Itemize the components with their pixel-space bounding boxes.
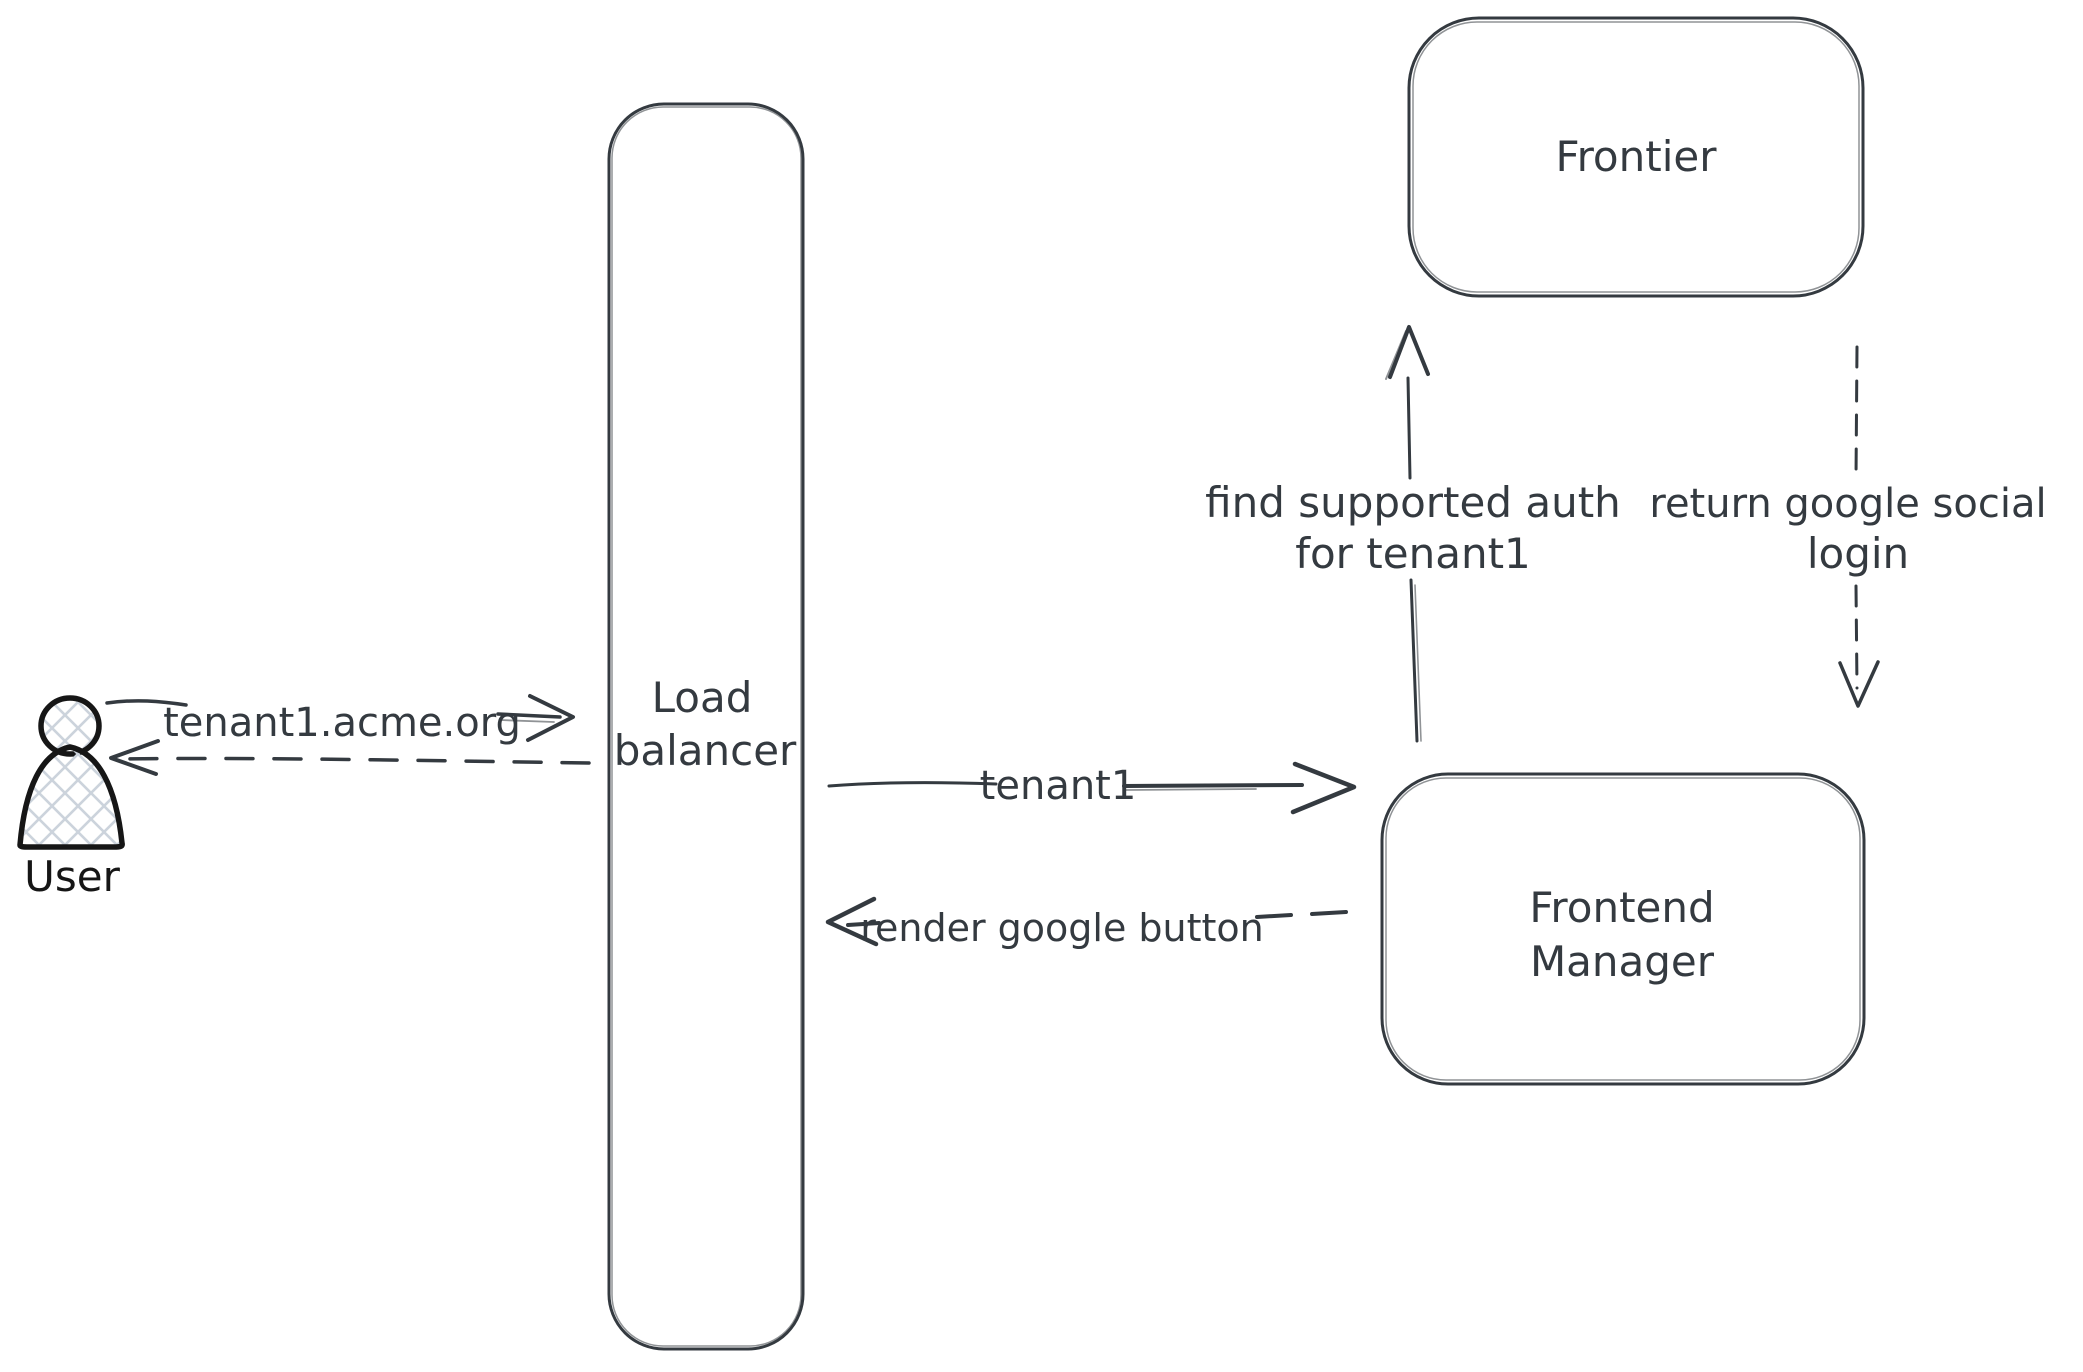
tenant-line-echo: [1125, 788, 1257, 791]
frontend-manager-box-echo: [1385, 777, 1861, 1081]
request-label: tenant1.acme.org: [163, 700, 521, 746]
edge-response-to-user: [109, 739, 591, 776]
frontend-manager-label-line1: Frontend: [1529, 883, 1714, 932]
find-auth-arrowhead-echo: [1385, 330, 1407, 380]
render-dash-right2: [1310, 910, 1348, 916]
return-login-arrowhead-icon: [1838, 660, 1880, 708]
node-frontier: Frontier: [1407, 16, 1865, 298]
frontier-label: Frontier: [1555, 132, 1717, 181]
response-dashed-line: [120, 756, 591, 765]
frontier-box-echo: [1412, 21, 1860, 293]
return-login-label-line2: login: [1807, 529, 1909, 578]
find-auth-label-line2: for tenant1: [1295, 529, 1531, 578]
node-frontend-manager: Frontend Manager: [1380, 772, 1866, 1086]
edge-return-google-login: return google social login: [1649, 345, 2047, 708]
user-body-icon: [17, 744, 125, 850]
return-login-dashed-upper: [1854, 345, 1859, 480]
find-auth-arrowhead-icon: [1388, 325, 1430, 379]
load-balancer-label-line1: Load: [652, 673, 753, 722]
find-auth-line-lower-echo: [1414, 584, 1422, 742]
return-login-dashed-lower: [1854, 584, 1859, 690]
frontier-box: [1407, 16, 1865, 298]
frontend-manager-box: [1380, 772, 1866, 1086]
find-auth-label-line1: find supported auth: [1205, 478, 1621, 527]
tenant-line-left: [827, 781, 998, 788]
request-line-echo: [499, 719, 555, 723]
render-dash-right1: [1255, 913, 1293, 919]
render-dash-left: [846, 921, 881, 927]
edge-request-url: tenant1.acme.org: [105, 694, 575, 746]
user-label: User: [24, 852, 120, 901]
node-load-balancer: Load balancer: [607, 102, 805, 1351]
user-actor: User: [17, 695, 125, 901]
load-balancer-box: [607, 102, 805, 1351]
find-auth-line-upper: [1406, 376, 1412, 480]
request-line-right: [496, 712, 562, 719]
request-line-left: [105, 699, 188, 707]
tenant-line-right: [1122, 783, 1304, 788]
response-arrowhead-icon: [109, 739, 160, 776]
frontend-manager-label-line2: Manager: [1530, 937, 1715, 986]
return-login-label-line1: return google social: [1649, 481, 2046, 527]
edge-find-supported-auth: find supported auth for tenant1: [1205, 325, 1621, 743]
edge-tenant-route: tenant1: [827, 761, 1357, 815]
load-balancer-box-echo: [611, 106, 802, 1347]
edge-render-google-button: render google button: [825, 896, 1348, 950]
request-arrowhead-icon: [526, 694, 575, 742]
find-auth-line-lower: [1409, 578, 1419, 743]
render-label: render google button: [860, 906, 1264, 950]
tenant-label: tenant1: [980, 763, 1137, 809]
load-balancer-label-line2: balancer: [614, 726, 797, 775]
tenant-arrowhead-icon: [1290, 761, 1357, 815]
render-arrowhead-icon: [825, 896, 879, 947]
